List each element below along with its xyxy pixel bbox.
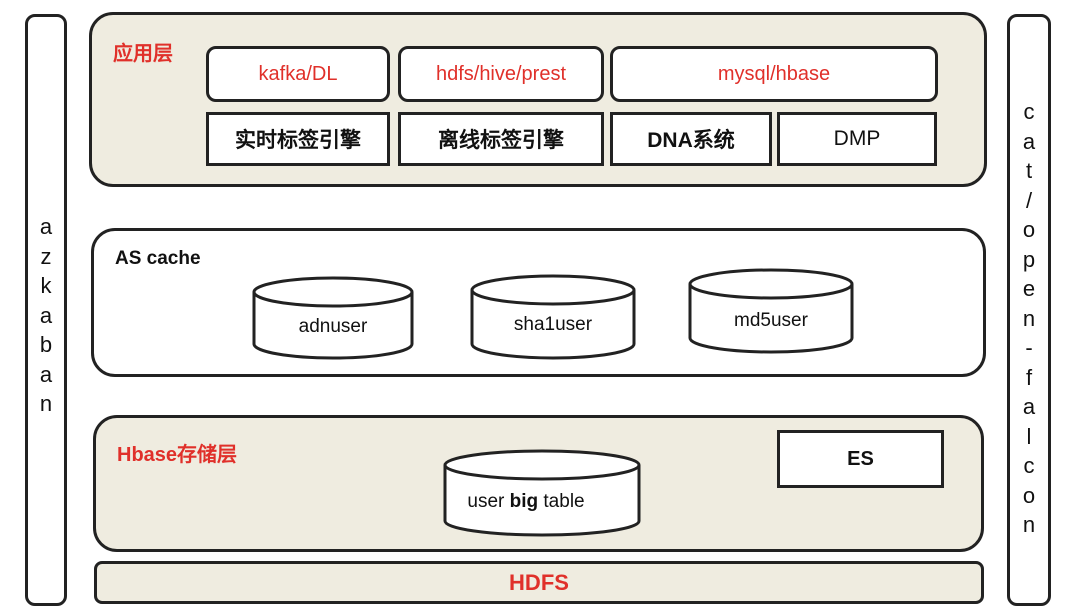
user-big-table-label: user big table [443,491,609,513]
left-side-bar: a z k a b a n [25,14,67,606]
app-top-mysql-hbase: mysql/hbase [610,46,938,102]
cylinder-adnuser [252,276,414,360]
cylinder-md5user-label: md5user [734,310,808,331]
app-top-hdfs-hive-prest: hdfs/hive/prest [398,46,604,102]
app-top-kafka: kafka/DL [206,46,390,102]
app-dna-system: DNA系统 [610,112,772,166]
user-big-table-prefix: user [467,491,510,512]
cylinder-md5user [688,268,854,354]
left-bar-label: a z k a b a n [39,214,53,416]
right-bar-label: c a t / o p e n - f a l c o n [1022,99,1036,537]
user-big-table-suffix: table [538,491,585,512]
app-realtime-tag-engine: 实时标签引擎 [206,112,390,166]
as-cache-title: AS cache [115,248,201,269]
hdfs-bar: HDFS [94,561,984,604]
right-side-bar: c a t / o p e n - f a l c o n [1007,14,1051,606]
app-layer-title: 应用层 [113,43,173,65]
cylinder-adnuser-label: adnuser [298,316,368,337]
cylinder-sha1user-label: sha1user [513,314,593,335]
app-dmp: DMP [777,112,937,166]
user-big-table-bold: big [509,491,539,512]
cylinder-user-big-table [443,449,641,537]
hbase-layer-title: Hbase存储层 [117,444,238,466]
cylinder-sha1user [470,274,636,360]
app-offline-tag-engine: 离线标签引擎 [398,112,604,166]
es-box: ES [777,430,944,488]
